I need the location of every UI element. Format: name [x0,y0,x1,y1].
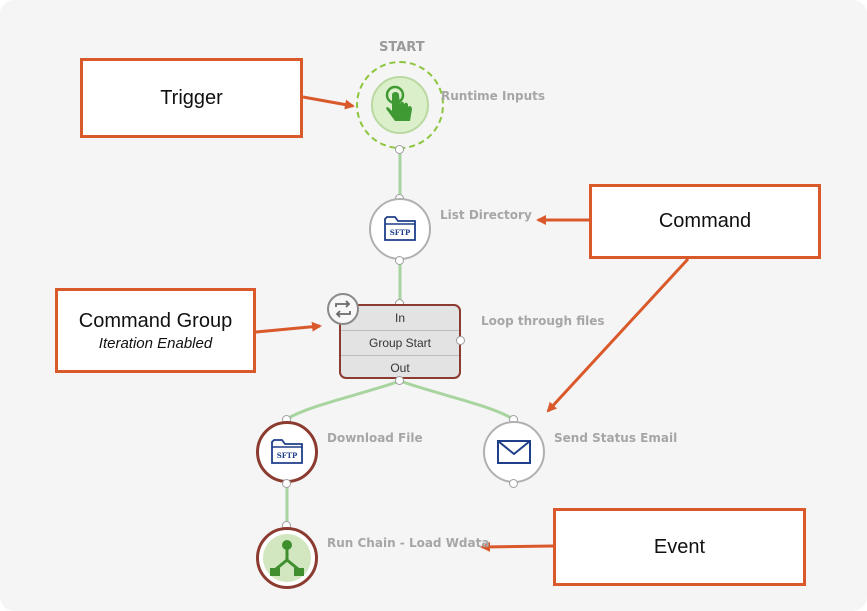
download-file-node[interactable]: SFTP [256,421,318,483]
start-label: START [379,40,425,55]
callout-command-group-subtitle: Iteration Enabled [98,334,213,352]
trigger-node-inner [371,76,429,134]
send-email-label: Send Status Email [554,431,678,445]
sftp-folder-icon [271,439,303,464]
callout-trigger-title: Trigger [160,86,223,109]
callout-event: Event [553,508,806,586]
callout-command-group-title: Command Group [78,309,233,332]
group-start-row: Group Start [341,330,459,356]
edge-group-to-download [286,379,401,421]
branch-icon [270,540,304,576]
sftp-badge: SFTP [276,451,298,460]
callout-arrow-command-email [546,257,690,413]
callout-command: Command [589,184,821,259]
callout-trigger: Trigger [80,58,303,138]
list-directory-node[interactable]: SFTP [369,198,431,260]
callout-arrow-trigger [302,95,355,110]
download-file-label: Download File [327,431,423,445]
sftp-folder-icon [384,216,416,241]
trigger-out-port[interactable] [395,145,404,154]
touch-hand-icon [385,85,412,121]
loop-badge[interactable] [327,293,359,325]
callout-arrow-event [480,541,554,552]
group-side-port[interactable] [456,336,465,345]
group-out-row: Out [390,361,410,375]
group-label: Loop through files [481,314,605,328]
callout-event-title: Event [653,535,706,558]
envelope-icon [497,440,531,464]
edge-group-to-email [399,379,514,421]
group-in-row: In [394,311,405,325]
loop-arrows-icon [335,300,351,318]
callout-command-group: Command Group Iteration Enabled [55,288,256,373]
trigger-label: Runtime Inputs [441,89,546,103]
send-email-node[interactable] [483,421,545,483]
callout-arrow-group [255,321,322,334]
sftp-badge: SFTP [389,228,411,237]
list-out-port[interactable] [395,256,404,265]
group-out-port[interactable] [395,376,404,385]
email-out-port[interactable] [509,479,518,488]
run-chain-node[interactable] [256,527,318,589]
run-chain-node-inner [263,534,311,582]
trigger-node[interactable] [356,61,444,149]
run-chain-label: Run Chain - Load Wdata [327,536,490,550]
callout-command-title: Command [658,210,752,232]
download-out-port[interactable] [282,479,291,488]
list-directory-label: List Directory [440,208,532,222]
